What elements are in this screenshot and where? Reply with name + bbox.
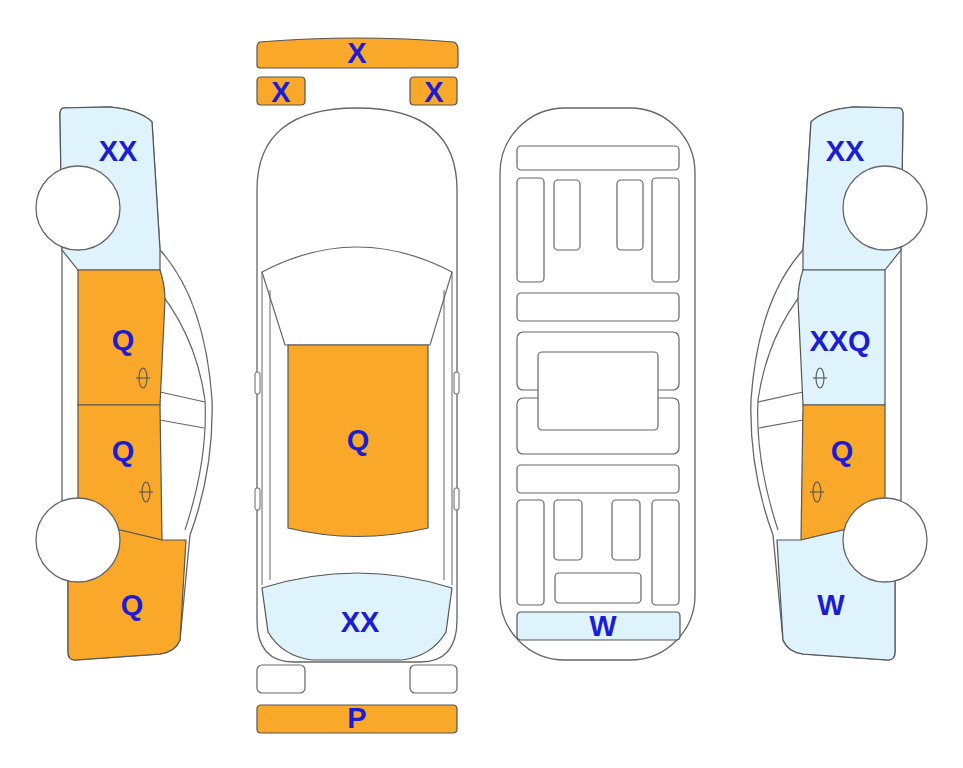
top-outline (257, 108, 457, 662)
panel-fill (517, 612, 680, 640)
panel-shape (777, 515, 895, 660)
panel-fill (798, 270, 885, 405)
panel-shape (803, 107, 903, 270)
damage-panel: P (257, 705, 457, 733)
rear-light (257, 665, 305, 693)
door-handle (813, 377, 827, 378)
panel-shape (60, 107, 160, 270)
damage-panel: X (410, 77, 457, 105)
damage-code: Q (121, 590, 144, 620)
damage-code: P (347, 703, 366, 733)
damage-panel: W (777, 515, 895, 660)
mirror (454, 488, 459, 510)
damage-panel: Q (68, 515, 186, 660)
damage-panel: X (257, 77, 305, 105)
damage-code: W (817, 590, 844, 620)
damage-code: XX (341, 607, 380, 637)
wheel (36, 498, 120, 582)
mirror (255, 372, 260, 394)
panel-shape (68, 515, 186, 660)
damage-panel: XX (60, 107, 160, 270)
wheel (36, 166, 120, 250)
damage-code: X (271, 77, 290, 107)
panel-fill (262, 573, 452, 660)
damage-panel: XX (803, 107, 903, 270)
underside-outline (500, 108, 695, 660)
damage-code: X (424, 77, 443, 107)
damage-panel: XXQ (798, 270, 885, 405)
panel-fill (78, 270, 165, 405)
damage-code: W (589, 611, 616, 641)
mirror (255, 488, 260, 510)
damage-code: Q (831, 436, 854, 466)
panel-fill (257, 38, 458, 68)
underside-parts (517, 146, 679, 605)
damage-code: Q (347, 425, 370, 455)
damage-code: XXQ (809, 326, 870, 356)
damage-panel: XX (262, 558, 452, 660)
wheel (843, 498, 927, 582)
body-line (262, 272, 452, 585)
door-handle (136, 377, 150, 378)
door-handle (810, 491, 824, 492)
damage-code: Q (112, 436, 135, 466)
damage-panel: W (517, 612, 680, 640)
panel-fill (288, 345, 428, 537)
damage-code: XX (826, 136, 865, 166)
damage-code: XX (99, 136, 138, 166)
wheel (843, 166, 927, 250)
damage-panel: Q (288, 345, 428, 545)
door-handle (139, 491, 153, 492)
damage-panel: Q (78, 270, 165, 405)
damage-code: X (347, 38, 366, 68)
windshield (262, 247, 452, 345)
damage-panel: X (257, 34, 458, 68)
damage-code: Q (112, 325, 135, 355)
mirror (454, 372, 459, 394)
rear-light (410, 665, 457, 693)
